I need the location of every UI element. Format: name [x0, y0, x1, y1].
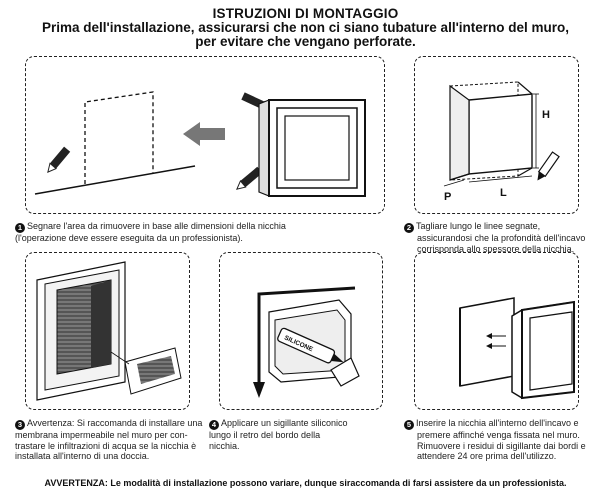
instructions-header: ISTRUZIONI DI MONTAGGIO Prima dell'insta… — [0, 7, 611, 49]
cutter-icon — [537, 151, 560, 181]
pencil-icon — [47, 146, 71, 173]
header-warning-line-1: Prima dell'installazione, assicurarsi ch… — [41, 20, 570, 35]
height-label: H — [542, 109, 550, 121]
membrane-inset — [110, 347, 182, 395]
header-warning-line-2: per evitare che vengano perforate. — [195, 34, 416, 49]
niche-box — [258, 99, 366, 197]
step-3-illustration — [36, 261, 182, 401]
step-1-panel — [25, 56, 385, 214]
length-label: L — [500, 187, 507, 199]
insert-arrows-icon — [486, 333, 506, 349]
step-4-illustration: SILICONE — [253, 286, 360, 398]
step-2-illustration: H L P — [443, 81, 560, 203]
pencil-icon — [236, 166, 263, 190]
footer-warning: AVVERTENZA: Le modalità di installazione… — [44, 478, 567, 488]
step-number-badge: 3 — [15, 420, 25, 430]
step-number-badge: 2 — [404, 223, 414, 233]
step-1-illustration — [34, 91, 366, 197]
depth-label: P — [444, 191, 451, 203]
step-number-badge: 5 — [404, 420, 414, 430]
arrow-left-icon — [183, 122, 225, 146]
step-4-panel — [219, 252, 383, 410]
step-number-badge: 1 — [15, 223, 25, 233]
step-number-badge: 4 — [209, 420, 219, 430]
step-2-panel — [414, 56, 579, 214]
step-5-illustration — [459, 297, 575, 400]
step-3-panel — [25, 252, 190, 410]
step-5-panel — [414, 252, 579, 410]
page-title: ISTRUZIONI DI MONTAGGIO — [212, 6, 399, 21]
